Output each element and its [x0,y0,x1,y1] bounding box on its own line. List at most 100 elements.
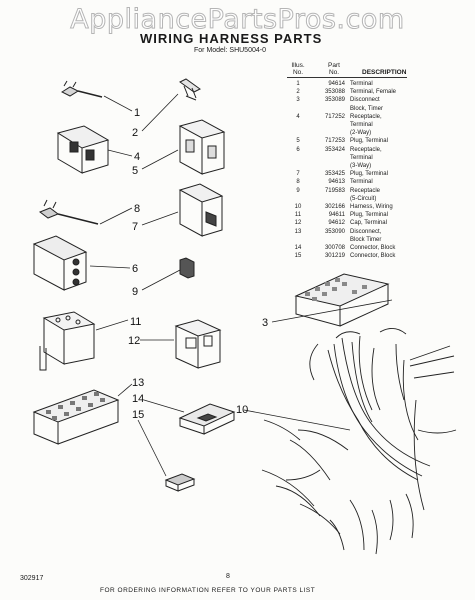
cell-illus-no: 15 [294,253,302,260]
cell-illus-no: 12 [294,220,302,227]
cell-description: Plug, Terminal [350,212,388,219]
cell-part-no: 353090 [324,228,345,235]
callout-3: 3 [262,317,268,329]
plug-5 [178,119,226,175]
page-title: WIRING HARNESS PARTS [140,31,323,46]
cell-description: (3-Way) [350,163,372,169]
table-row: Terminal [290,121,470,129]
cell-description: Harness, Wiring [350,204,393,210]
cell-description: Block, Timer [350,105,384,112]
plug-7 [178,183,224,237]
connector-block-15 [164,473,196,492]
cell-illus-no: 9 [296,187,300,194]
cell-illus-no: 5 [296,138,300,145]
table-row: 12 94612 Cap, Terminal [290,219,470,227]
cell-illus-no: 14 [294,245,302,251]
cell-description: Terminal [350,122,373,128]
cell-description: Terminal [350,154,373,161]
cell-part-no: 301219 [324,253,345,260]
cell-description: Terminal, Female [350,89,397,96]
callout-2: 2 [132,127,138,139]
cell-description: Receptacle, [350,113,382,120]
cell-part-no: 717253 [324,138,345,145]
cell-part-no: 353424 [324,146,345,153]
callout-7: 7 [132,221,138,233]
table-row: 13 353090 Disconnect, [290,228,470,236]
callout-15: 15 [132,409,144,421]
callout-14: 14 [132,393,144,405]
receptacle-6 [32,235,88,291]
disconnect-block-13 [32,389,120,445]
cell-description: (5-Circuit) [350,195,377,202]
cell-description: Receptacle, [350,146,382,153]
cell-description: Disconnect, [350,228,382,235]
page-code: 302917 [20,575,44,582]
cell-illus-no: 6 [296,146,300,153]
terminal-2 [60,80,103,98]
callout-13: 13 [132,377,144,389]
table-row: (5-Circuit) [290,195,470,203]
callout-8: 8 [134,203,140,215]
cell-part-no: 353088 [324,89,345,96]
callout-10: 10 [236,404,248,416]
table-row: Terminal [290,154,470,162]
cell-illus-no: 1 [296,81,300,87]
cell-description: Terminal [350,81,373,87]
table-row: 9 719583 Receptacle [290,187,470,195]
cell-description: (2-Way) [350,130,372,137]
callout-4: 4 [134,151,140,163]
disconnect-block-3 [294,273,390,327]
cell-description: Plug, Terminal [350,171,388,178]
cell-description: Terminal [350,179,373,186]
cell-description: Receptacle [350,187,381,194]
callout-6: 6 [132,263,138,275]
header-description: DESCRIPTION [362,69,407,76]
footer-note: FOR ORDERING INFORMATION REFER TO YOUR P… [100,587,316,594]
cell-illus-no: 11 [294,212,302,219]
table-row: Block Timer [290,236,470,244]
cell-description: Plug, Terminal [350,138,388,145]
cell-description: Connector, Block [350,253,396,260]
cell-description: Disconnect [350,97,380,104]
table-row: 6 353424 Receptacle, [290,146,470,154]
cap-12 [174,319,222,369]
cell-illus-no: 7 [296,171,300,178]
cell-illus-no: 8 [296,179,300,186]
cell-illus-no: 4 [296,113,300,120]
callout-1: 1 [134,107,140,119]
callout-labels: 1 2 3 4 5 6 7 8 9 10 11 12 13 14 15 [128,107,268,421]
cell-part-no: 353089 [324,97,345,104]
table-row: Block, Timer [290,105,470,113]
cell-description: Cap, Terminal [350,220,387,227]
header-part: Part No. [328,62,340,76]
callout-9: 9 [132,286,138,298]
header-rule [287,77,407,78]
cell-part-no: 94611 [328,212,345,219]
cell-part-no: 94612 [328,220,345,227]
receptacle-4 [56,125,110,174]
callout-11: 11 [130,316,141,328]
cell-description: Block Timer [350,236,382,243]
cell-part-no: 300708 [324,245,345,251]
connector-block-14 [178,403,236,435]
leader-lines [89,93,393,477]
receptacle-9 [179,257,195,279]
terminal-1 [179,78,201,101]
table-row: 7 353425 Plug, Terminal [290,170,470,178]
table-row: (2-Way) [290,129,470,137]
callout-5: 5 [132,165,138,177]
cell-part-no: 719583 [324,187,345,194]
cell-part-no: 353425 [324,171,345,178]
table-row: 4 717252 Receptacle, [290,113,470,121]
plug-11 [39,311,96,371]
wiring-harness-10 [261,328,457,555]
cell-part-no: 717252 [324,113,345,120]
watermark: AppliancePartsPros.com [70,4,405,36]
table-row: 11 94611 Plug, Terminal [290,211,470,219]
cell-illus-no: 13 [294,228,302,235]
